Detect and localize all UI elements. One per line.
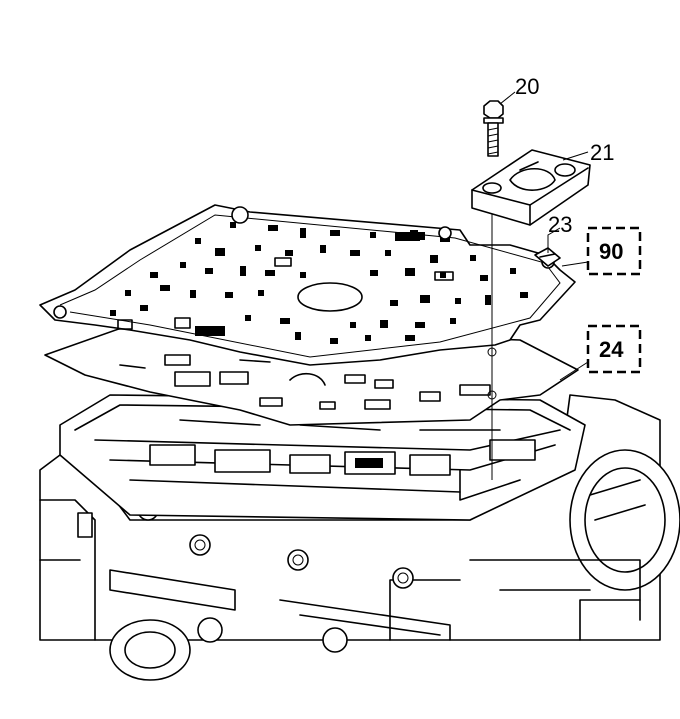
transmission-case bbox=[39, 394, 680, 681]
filter-screen bbox=[534, 247, 561, 267]
reference-box-top: 90 bbox=[586, 226, 642, 276]
hex-bolt-icon bbox=[483, 100, 504, 157]
reference-top: 90 bbox=[599, 239, 623, 264]
reference-box-bottom: 24 bbox=[586, 324, 642, 374]
callout-cover: 21 bbox=[590, 140, 614, 165]
upper-spacer-plate bbox=[39, 204, 576, 366]
accumulator-cover bbox=[471, 149, 591, 226]
callout-screen: 23 bbox=[548, 212, 572, 237]
leader-lines bbox=[499, 91, 589, 381]
callout-bolt: 20 bbox=[515, 74, 539, 99]
reference-bottom: 24 bbox=[599, 337, 624, 362]
